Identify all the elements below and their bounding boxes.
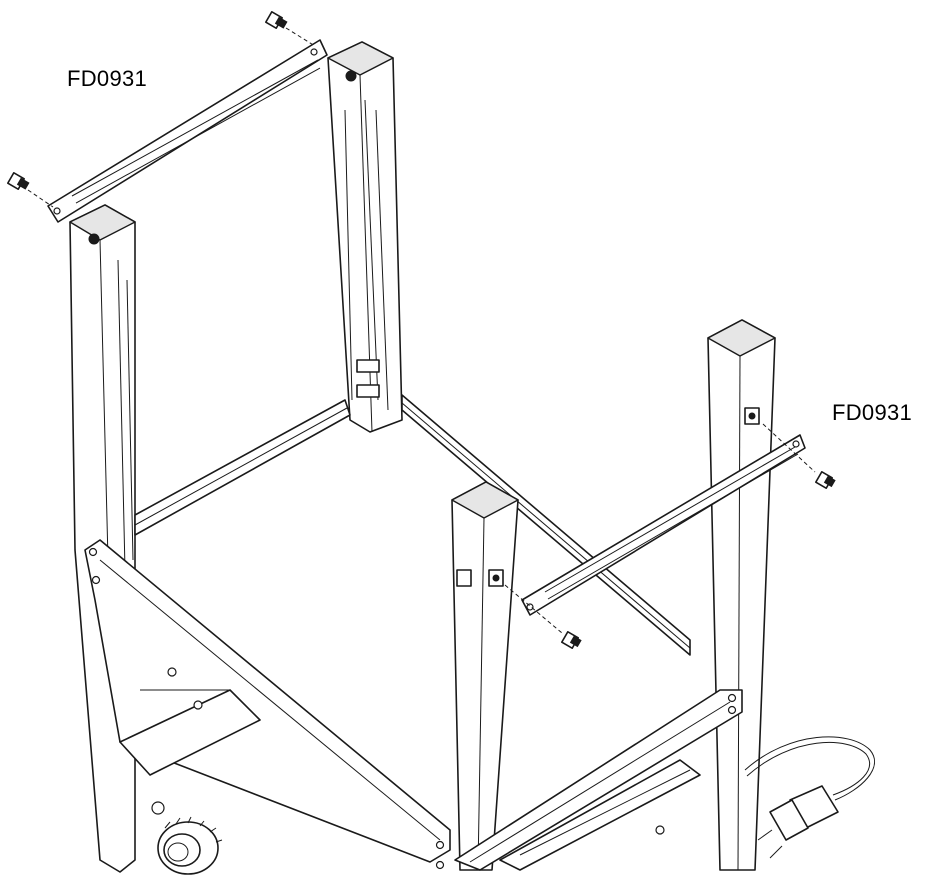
front-middle-upright-post bbox=[451, 481, 519, 871]
base-frame-left-side bbox=[84, 539, 451, 870]
screw-right-upper bbox=[762, 423, 836, 489]
adjustment-knob bbox=[157, 816, 223, 875]
power-plug bbox=[757, 785, 839, 859]
screw-mid-left bbox=[7, 172, 54, 208]
power-cord bbox=[744, 736, 876, 801]
back-left-upright-post bbox=[69, 204, 136, 873]
screw-top-left bbox=[265, 11, 316, 47]
screw-right-lower bbox=[504, 584, 582, 649]
part-label-left: FD0931 bbox=[67, 66, 148, 91]
part-label-right: FD0931 bbox=[832, 400, 913, 425]
base-frame-front-side bbox=[454, 689, 743, 871]
upper-cross-brace-left bbox=[47, 39, 328, 223]
front-right-upright-post bbox=[707, 319, 776, 871]
bolt-head-back-right-post bbox=[345, 70, 357, 82]
upper-cross-brace-right bbox=[521, 434, 806, 616]
back-right-upright-post bbox=[327, 41, 403, 433]
bolt-head-back-left-post bbox=[88, 233, 100, 245]
rear-side-rail bbox=[134, 399, 351, 536]
base-lower-assembly bbox=[119, 667, 701, 871]
